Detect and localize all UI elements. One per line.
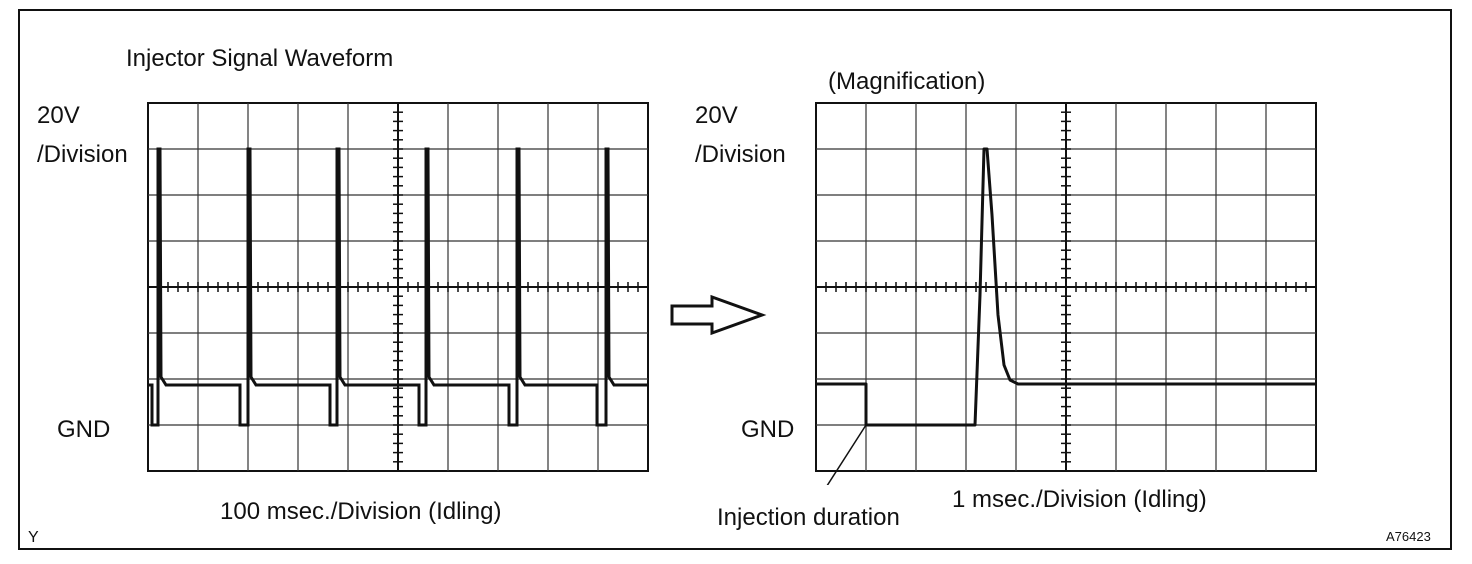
- injection-duration-leader-line: [826, 424, 867, 485]
- corner-letter: Y: [28, 529, 39, 546]
- right-time-label: 1 msec./Division (Idling): [952, 486, 1207, 513]
- right-oscilloscope-screen: [815, 102, 1317, 485]
- right-volt-label: 20V: [695, 102, 738, 129]
- figure-id: A76423: [1386, 529, 1431, 544]
- left-grid: [147, 102, 649, 472]
- right-division-label: /Division: [695, 141, 786, 168]
- left-time-label: 100 msec./Division (Idling): [220, 498, 502, 525]
- left-volt-label: 20V: [37, 102, 80, 129]
- injection-duration-label: Injection duration: [717, 504, 900, 531]
- figure-frame: [18, 9, 1452, 550]
- right-gnd-label: GND: [741, 416, 795, 443]
- left-gnd-label: GND: [57, 416, 111, 443]
- hollow-right-arrow-icon: [670, 294, 767, 336]
- figure-title: Injector Signal Waveform: [126, 45, 394, 72]
- left-waveform: [148, 147, 648, 427]
- left-oscilloscope-screen: [147, 102, 649, 472]
- magnification-label: (Magnification): [828, 68, 986, 95]
- right-grid: [815, 102, 1317, 472]
- left-division-label: /Division: [37, 141, 128, 168]
